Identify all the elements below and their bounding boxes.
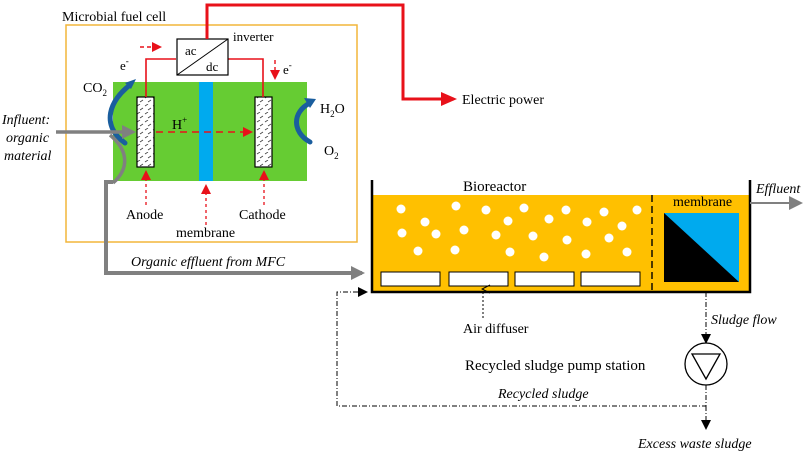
excess-sludge-label: Excess waste sludge <box>637 437 752 452</box>
influent-line2: organic <box>6 131 50 146</box>
inverter-diagonal <box>176 38 229 76</box>
electric-power-label: Electric power <box>462 93 544 108</box>
recycled-sludge-line <box>336 287 707 407</box>
recycled-sludge-label: Recycled sludge <box>497 387 589 402</box>
inverter-label: inverter <box>233 29 274 44</box>
cathode-label: Cathode <box>239 208 286 223</box>
bioreactor-tank <box>370 180 752 294</box>
cathode-electrode <box>254 96 273 168</box>
pump-station-label: Recycled sludge pump station <box>465 358 646 374</box>
air-diffuser-3 <box>514 271 575 287</box>
o2-h2o-arrow <box>294 100 313 145</box>
electron-label-cathode: e- <box>283 60 292 77</box>
inverter-dc: dc <box>206 59 219 74</box>
anode-electrode <box>136 96 155 168</box>
sludge-flow-label: Sludge flow <box>711 313 777 328</box>
bioreactor-title: Bioreactor <box>463 179 526 195</box>
electron-label-anode: e- <box>120 56 129 73</box>
anode-wire <box>145 58 176 97</box>
co2-label: CO2 <box>83 81 107 98</box>
organic-effluent-label: Organic effluent from MFC <box>131 255 286 270</box>
anode-label: Anode <box>126 208 163 223</box>
membrane-module-shade <box>664 213 739 282</box>
effluent-label: Effluent <box>755 182 801 197</box>
organic-effluent-line <box>104 180 365 280</box>
o2-label: O2 <box>324 144 339 161</box>
pump-triangle-icon <box>690 353 722 381</box>
air-diffuser-2 <box>448 271 509 287</box>
cathode-wire <box>228 58 264 97</box>
influent-line3: material <box>4 149 52 164</box>
proton-label: H+ <box>172 115 187 133</box>
co2-arrow <box>107 82 133 146</box>
air-diffuser-label: Air diffuser <box>463 322 529 337</box>
mfc-membrane-label: membrane <box>176 226 235 241</box>
bioreactor-membrane-label: membrane <box>673 195 732 210</box>
mfc-title: Microbial fuel cell <box>62 10 166 25</box>
air-diffuser-1 <box>380 271 441 287</box>
influent-line1: Influent: <box>1 113 50 128</box>
h2o-label: H2O <box>320 102 345 119</box>
inverter-ac: ac <box>185 43 197 58</box>
air-diffuser-4 <box>580 271 641 287</box>
electric-power-line <box>205 3 457 106</box>
air-bubbles <box>396 201 642 262</box>
